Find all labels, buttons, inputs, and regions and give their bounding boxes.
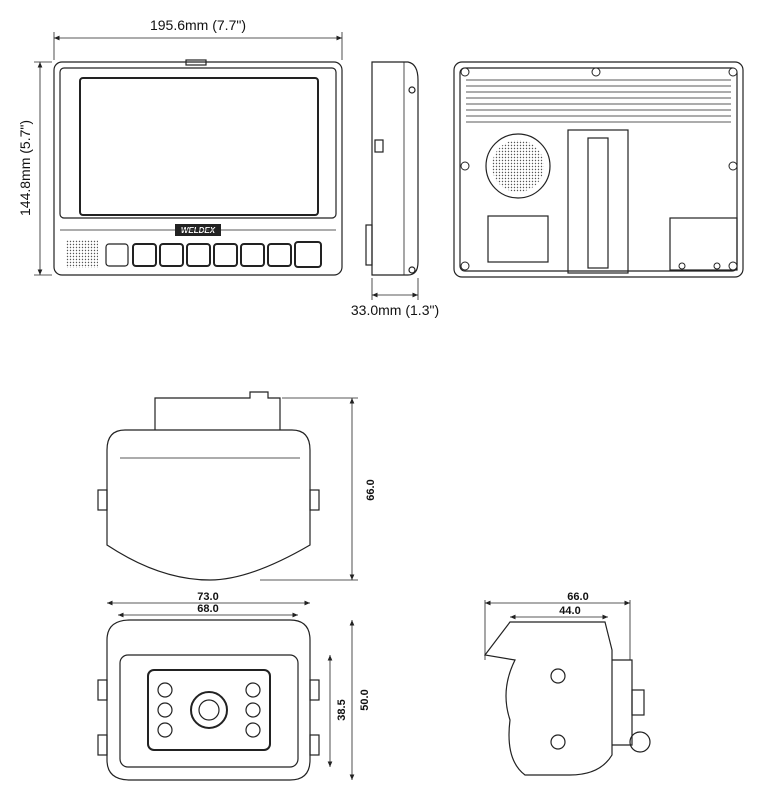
camera-front-view: 73.0 68.0 50.0 38.5 xyxy=(97,591,371,781)
monitor-height-label: 144.8mm (5.7") xyxy=(17,120,33,216)
camera-side-inner-depth-label: 44.0 xyxy=(559,605,580,617)
camera-side-view: 66.0 44.0 xyxy=(483,591,651,776)
monitor-depth-label: 33.0mm (1.3") xyxy=(351,302,439,318)
monitor-side-view: 33.0mm (1.3") xyxy=(351,61,439,318)
speaker-grille xyxy=(66,240,98,268)
camera-front-outer-width-label: 73.0 xyxy=(197,591,218,603)
camera-front-outer-height-label: 50.0 xyxy=(359,689,371,710)
brand-logo-text: WELDEX xyxy=(181,226,216,235)
camera-side-outer-depth-label: 66.0 xyxy=(567,591,588,603)
camera-top-view: 66.0 xyxy=(97,391,377,581)
camera-front-inner-width-label: 68.0 xyxy=(197,603,218,615)
camera-top-height-label: 66.0 xyxy=(365,479,377,500)
monitor-front-view: 195.6mm (7.7") 144.8mm (5.7") WELDEX xyxy=(17,17,343,276)
monitor-back-view xyxy=(453,61,744,278)
monitor-buttons xyxy=(105,241,322,268)
camera-front-inner-height-label: 38.5 xyxy=(336,699,348,720)
monitor-width-label: 195.6mm (7.7") xyxy=(150,17,246,33)
